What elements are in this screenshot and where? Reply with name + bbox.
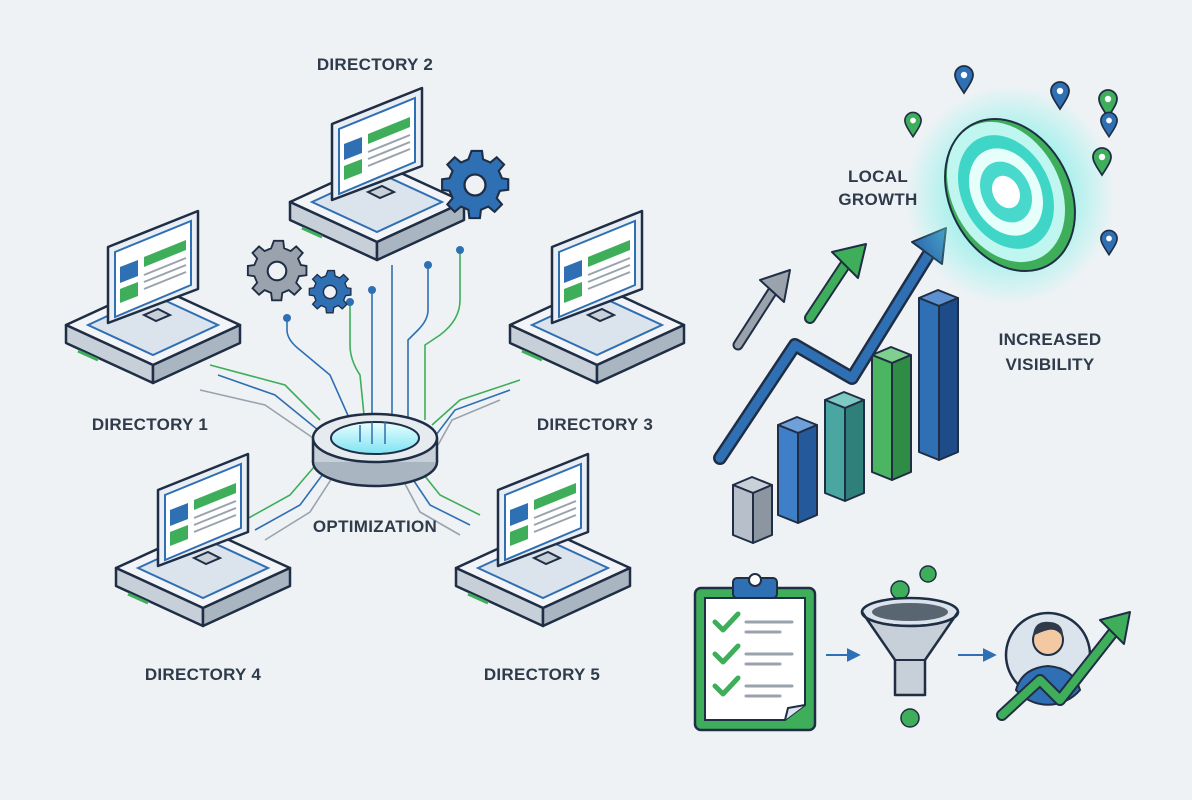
directory-1-label: DIRECTORY 1 — [92, 415, 208, 434]
increased-visibility-label-line1: INCREASED — [999, 330, 1102, 349]
location-pin-icon — [954, 65, 974, 94]
location-pin-icon — [1100, 229, 1118, 256]
directory-3-label: DIRECTORY 3 — [537, 415, 653, 434]
directory-5-node — [454, 452, 632, 628]
directory-4-node — [114, 452, 292, 628]
local-growth-label-line2: GROWTH — [838, 190, 917, 209]
gear-icon — [440, 149, 510, 220]
connector-lines — [199, 250, 521, 541]
bar-gray — [732, 476, 773, 544]
monitor-icon — [454, 452, 632, 628]
location-pin-icon — [904, 111, 922, 138]
growth-arrow-icon — [804, 243, 867, 324]
optimization-hub — [311, 412, 439, 488]
funnel-icon — [860, 565, 960, 728]
target-icon — [905, 85, 1115, 305]
bar-dark-blue — [918, 289, 959, 461]
clipboard-checklist-icon — [693, 573, 817, 732]
local-growth-label-line1: LOCAL — [848, 167, 908, 186]
growth-arrow-icon — [732, 269, 791, 351]
monitor-icon — [288, 86, 466, 262]
optimization-label: OPTIMIZATION — [313, 517, 437, 536]
directory-4-label: DIRECTORY 4 — [145, 665, 262, 684]
monitor-icon — [508, 209, 686, 385]
monitor-icon — [64, 209, 242, 385]
directory-5-label: DIRECTORY 5 — [484, 665, 600, 684]
gear-icon — [308, 269, 352, 314]
monitor-icon — [114, 452, 292, 628]
gear-icon — [246, 239, 308, 302]
directory-2-node — [288, 86, 466, 262]
connector-dots — [283, 246, 464, 322]
bar-teal — [824, 391, 865, 502]
directory-3-node — [508, 209, 686, 385]
bar-green — [871, 346, 912, 481]
growth-bars — [732, 289, 959, 544]
directory-1-node — [64, 209, 242, 385]
growth-arrow-icon — [996, 611, 1131, 721]
increased-visibility-label-line2: VISIBILITY — [1006, 355, 1095, 374]
location-pin-icon — [1100, 111, 1118, 138]
directory-2-label: DIRECTORY 2 — [317, 55, 433, 74]
bar-blue — [777, 416, 818, 524]
